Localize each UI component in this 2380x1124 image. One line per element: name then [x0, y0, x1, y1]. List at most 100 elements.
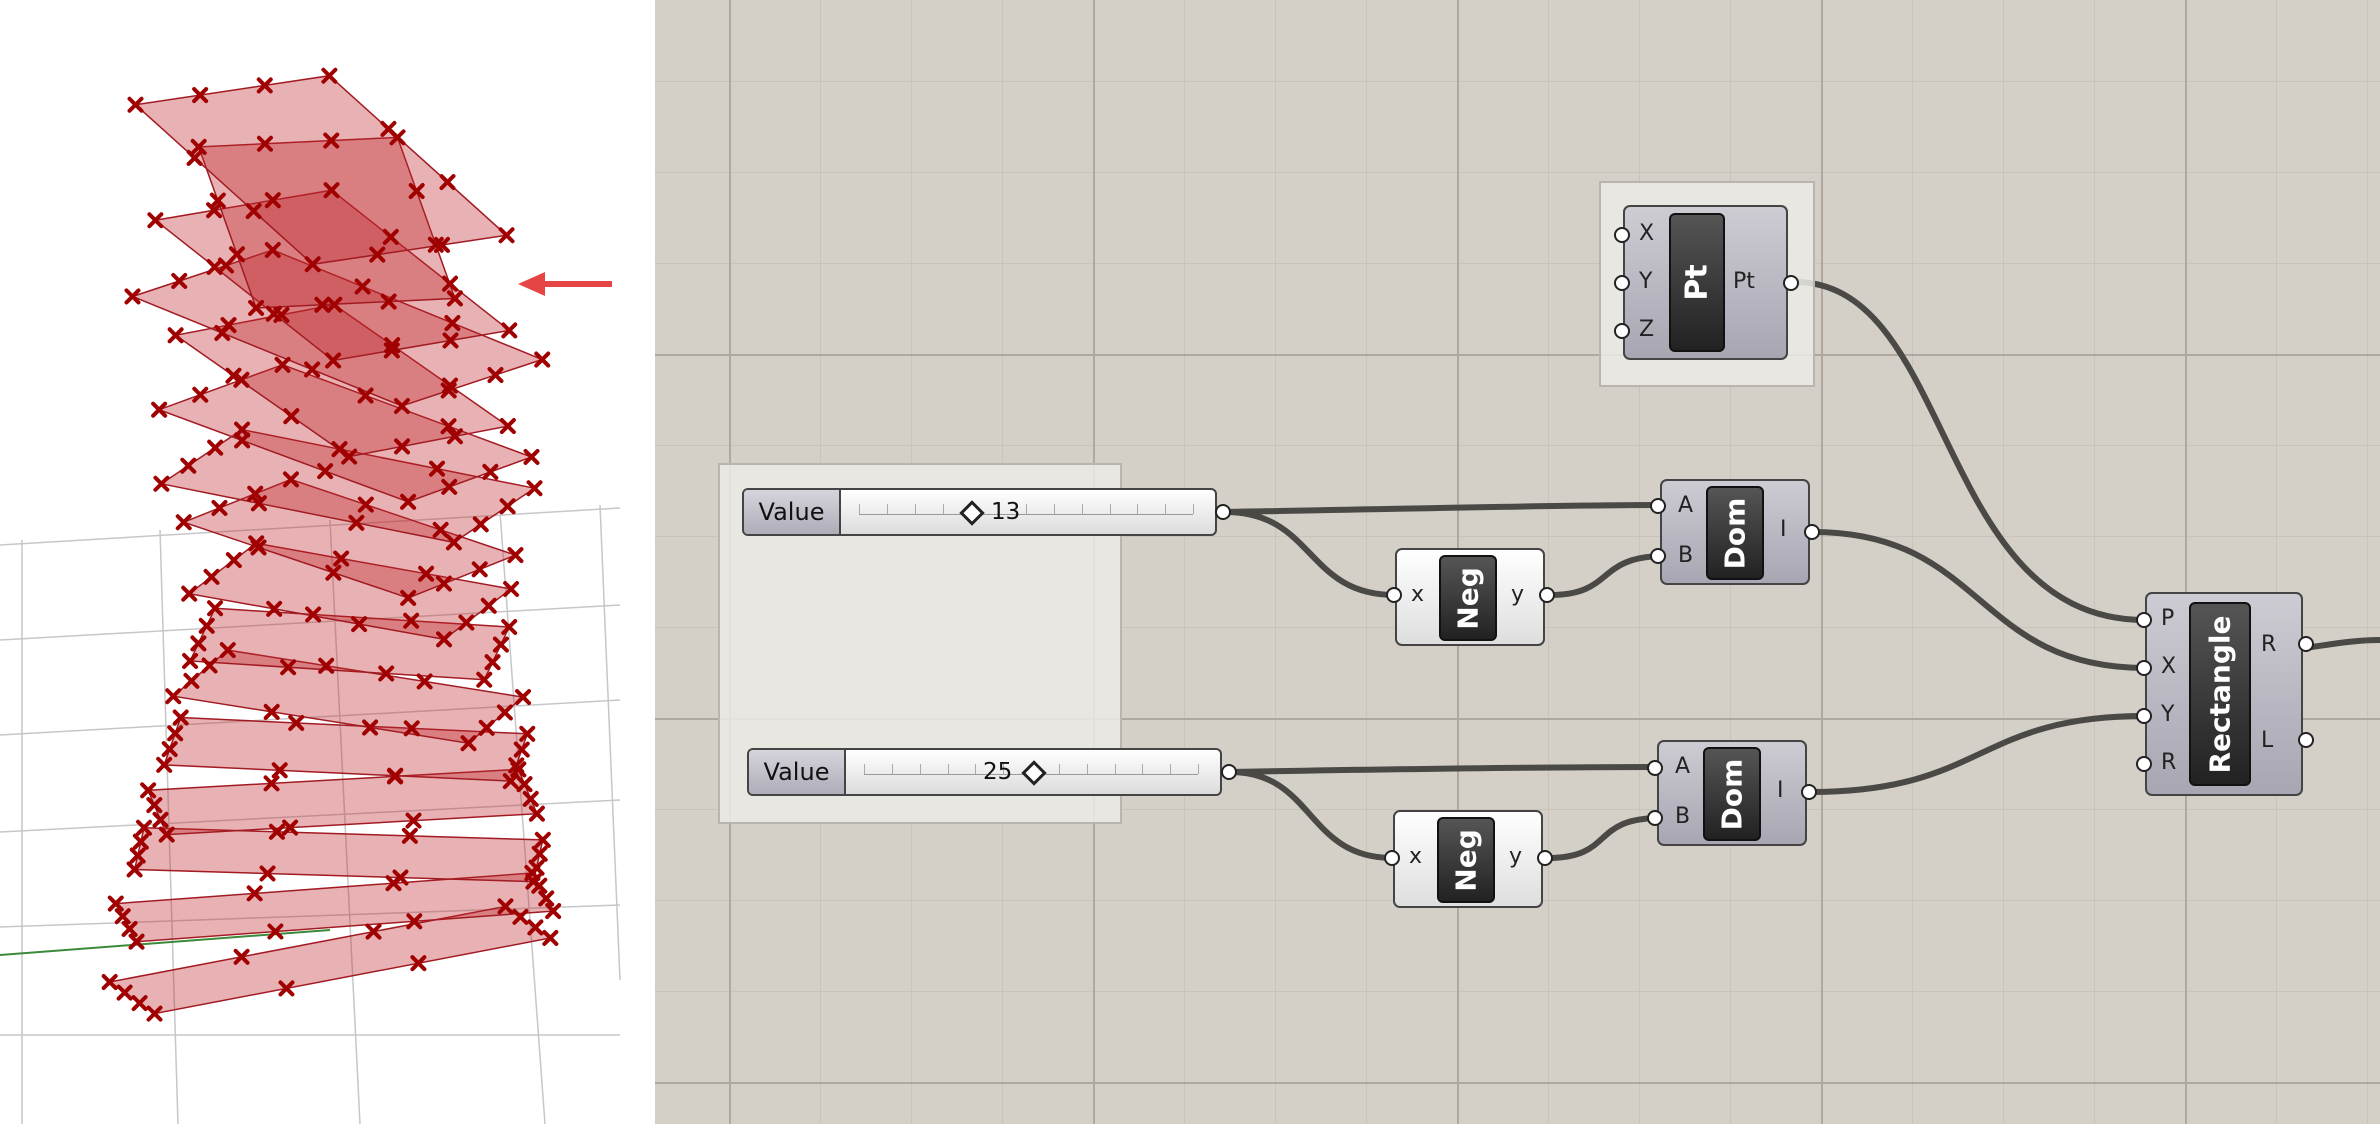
point-marker — [348, 514, 365, 531]
point-marker — [323, 182, 340, 199]
pt-grip-z[interactable] — [1614, 323, 1630, 339]
point-marker — [501, 322, 518, 339]
point-marker — [526, 480, 543, 497]
wire-slider2-dom2a — [1227, 764, 1663, 775]
dom2-grip-a[interactable] — [1647, 760, 1663, 776]
point-marker — [382, 228, 399, 245]
slider-value: 25 — [983, 759, 1013, 785]
slider-1-output-grip[interactable] — [1215, 504, 1231, 520]
point-marker — [403, 612, 420, 629]
point-marker — [192, 386, 209, 403]
rect-grip-out-l[interactable] — [2298, 732, 2314, 748]
point-marker — [502, 773, 519, 790]
point-marker — [147, 212, 164, 229]
rect-output-r: R — [2261, 632, 2277, 657]
point-marker — [445, 534, 462, 551]
point-marker — [136, 819, 153, 836]
point-marker — [405, 812, 422, 829]
point-marker — [458, 614, 475, 631]
pt-grip-x[interactable] — [1614, 227, 1630, 243]
slider-tick — [998, 504, 1000, 514]
slider-tick — [859, 504, 860, 514]
dom2-grip-b[interactable] — [1647, 810, 1663, 826]
negative-component-2[interactable]: x Neg y — [1393, 810, 1543, 908]
rect-grip-x[interactable] — [2136, 660, 2152, 676]
point-marker — [534, 351, 551, 368]
point-marker — [192, 87, 209, 104]
construct-point-component[interactable]: X Y Z Pt Pt — [1623, 205, 1788, 360]
slider-2-output-grip[interactable] — [1221, 764, 1237, 780]
point-marker — [513, 741, 530, 758]
point-marker — [250, 539, 267, 556]
point-marker — [527, 919, 544, 936]
dom2-grip-out[interactable] — [1801, 784, 1817, 800]
point-marker — [245, 203, 262, 220]
point-marker — [282, 819, 299, 836]
point-marker — [207, 439, 224, 456]
neg2-grip-in[interactable] — [1384, 850, 1400, 866]
neg1-grip-in[interactable] — [1386, 587, 1402, 603]
negative-component-1[interactable]: x Neg y — [1395, 548, 1545, 646]
rhino-viewport[interactable] — [0, 0, 655, 1124]
dom-input-b: B — [1678, 543, 1694, 568]
point-marker — [156, 756, 173, 773]
neg1-grip-out[interactable] — [1539, 587, 1555, 603]
point-marker — [265, 305, 282, 322]
point-marker — [441, 478, 458, 495]
rectangle-name-plate: Rectangle — [2189, 602, 2251, 786]
slider-tick — [1142, 764, 1144, 774]
point-marker — [351, 616, 368, 633]
point-marker — [256, 135, 273, 152]
slider-tick — [1003, 764, 1005, 774]
point-marker — [482, 463, 499, 480]
point-marker — [278, 980, 295, 997]
point-marker — [317, 463, 334, 480]
point-marker — [534, 831, 551, 848]
wire-rect-out — [2302, 637, 2380, 651]
value-slider-1[interactable]: Value 13 — [742, 488, 1217, 536]
slider-tick — [1081, 504, 1083, 514]
point-marker — [393, 397, 410, 414]
point-marker — [153, 475, 170, 492]
dom1-grip-b[interactable] — [1650, 548, 1666, 564]
point-marker — [528, 859, 545, 876]
point-marker — [499, 418, 516, 435]
point-marker — [127, 96, 144, 113]
dom1-grip-out[interactable] — [1804, 524, 1820, 540]
point-marker — [357, 387, 374, 404]
domain-component-1[interactable]: A B Dom I — [1660, 479, 1810, 585]
pt-grip-y[interactable] — [1614, 275, 1630, 291]
grasshopper-canvas[interactable]: Value 13 Value 25 X Y Z Pt Pt A B Dom I … — [655, 0, 2380, 1124]
point-marker — [219, 642, 236, 659]
rect-grip-out-r[interactable] — [2298, 636, 2314, 652]
rect-grip-p[interactable] — [2136, 612, 2152, 628]
point-marker — [121, 920, 138, 937]
point-marker — [400, 589, 417, 606]
rectangle-component[interactable]: P X Y R Rectangle R L — [2145, 592, 2303, 796]
neg2-grip-out[interactable] — [1537, 850, 1553, 866]
point-marker — [259, 865, 276, 882]
neg-name-plate: Neg — [1437, 817, 1495, 903]
point-marker — [472, 516, 489, 533]
viewport-scene — [0, 67, 621, 1124]
slider-track[interactable] — [859, 504, 1194, 515]
point-marker — [446, 428, 463, 445]
value-slider-2[interactable]: Value 25 — [747, 748, 1222, 796]
slider-tick — [1170, 764, 1172, 774]
pt-grip-out[interactable] — [1783, 275, 1799, 291]
domain-component-2[interactable]: A B Dom I — [1657, 740, 1807, 846]
point-marker — [146, 797, 163, 814]
point-marker — [171, 272, 188, 289]
point-marker — [280, 659, 297, 676]
point-marker — [444, 315, 461, 332]
rect-grip-y[interactable] — [2136, 708, 2152, 724]
point-marker — [107, 895, 124, 912]
slider-tick — [975, 764, 977, 774]
wire-neg2-dom2b — [1544, 815, 1663, 861]
point-marker — [436, 631, 453, 648]
dom1-grip-a[interactable] — [1650, 498, 1666, 514]
slider-label: Value — [744, 490, 841, 534]
point-marker — [333, 550, 350, 567]
point-marker — [446, 290, 463, 307]
rect-grip-r[interactable] — [2136, 756, 2152, 772]
